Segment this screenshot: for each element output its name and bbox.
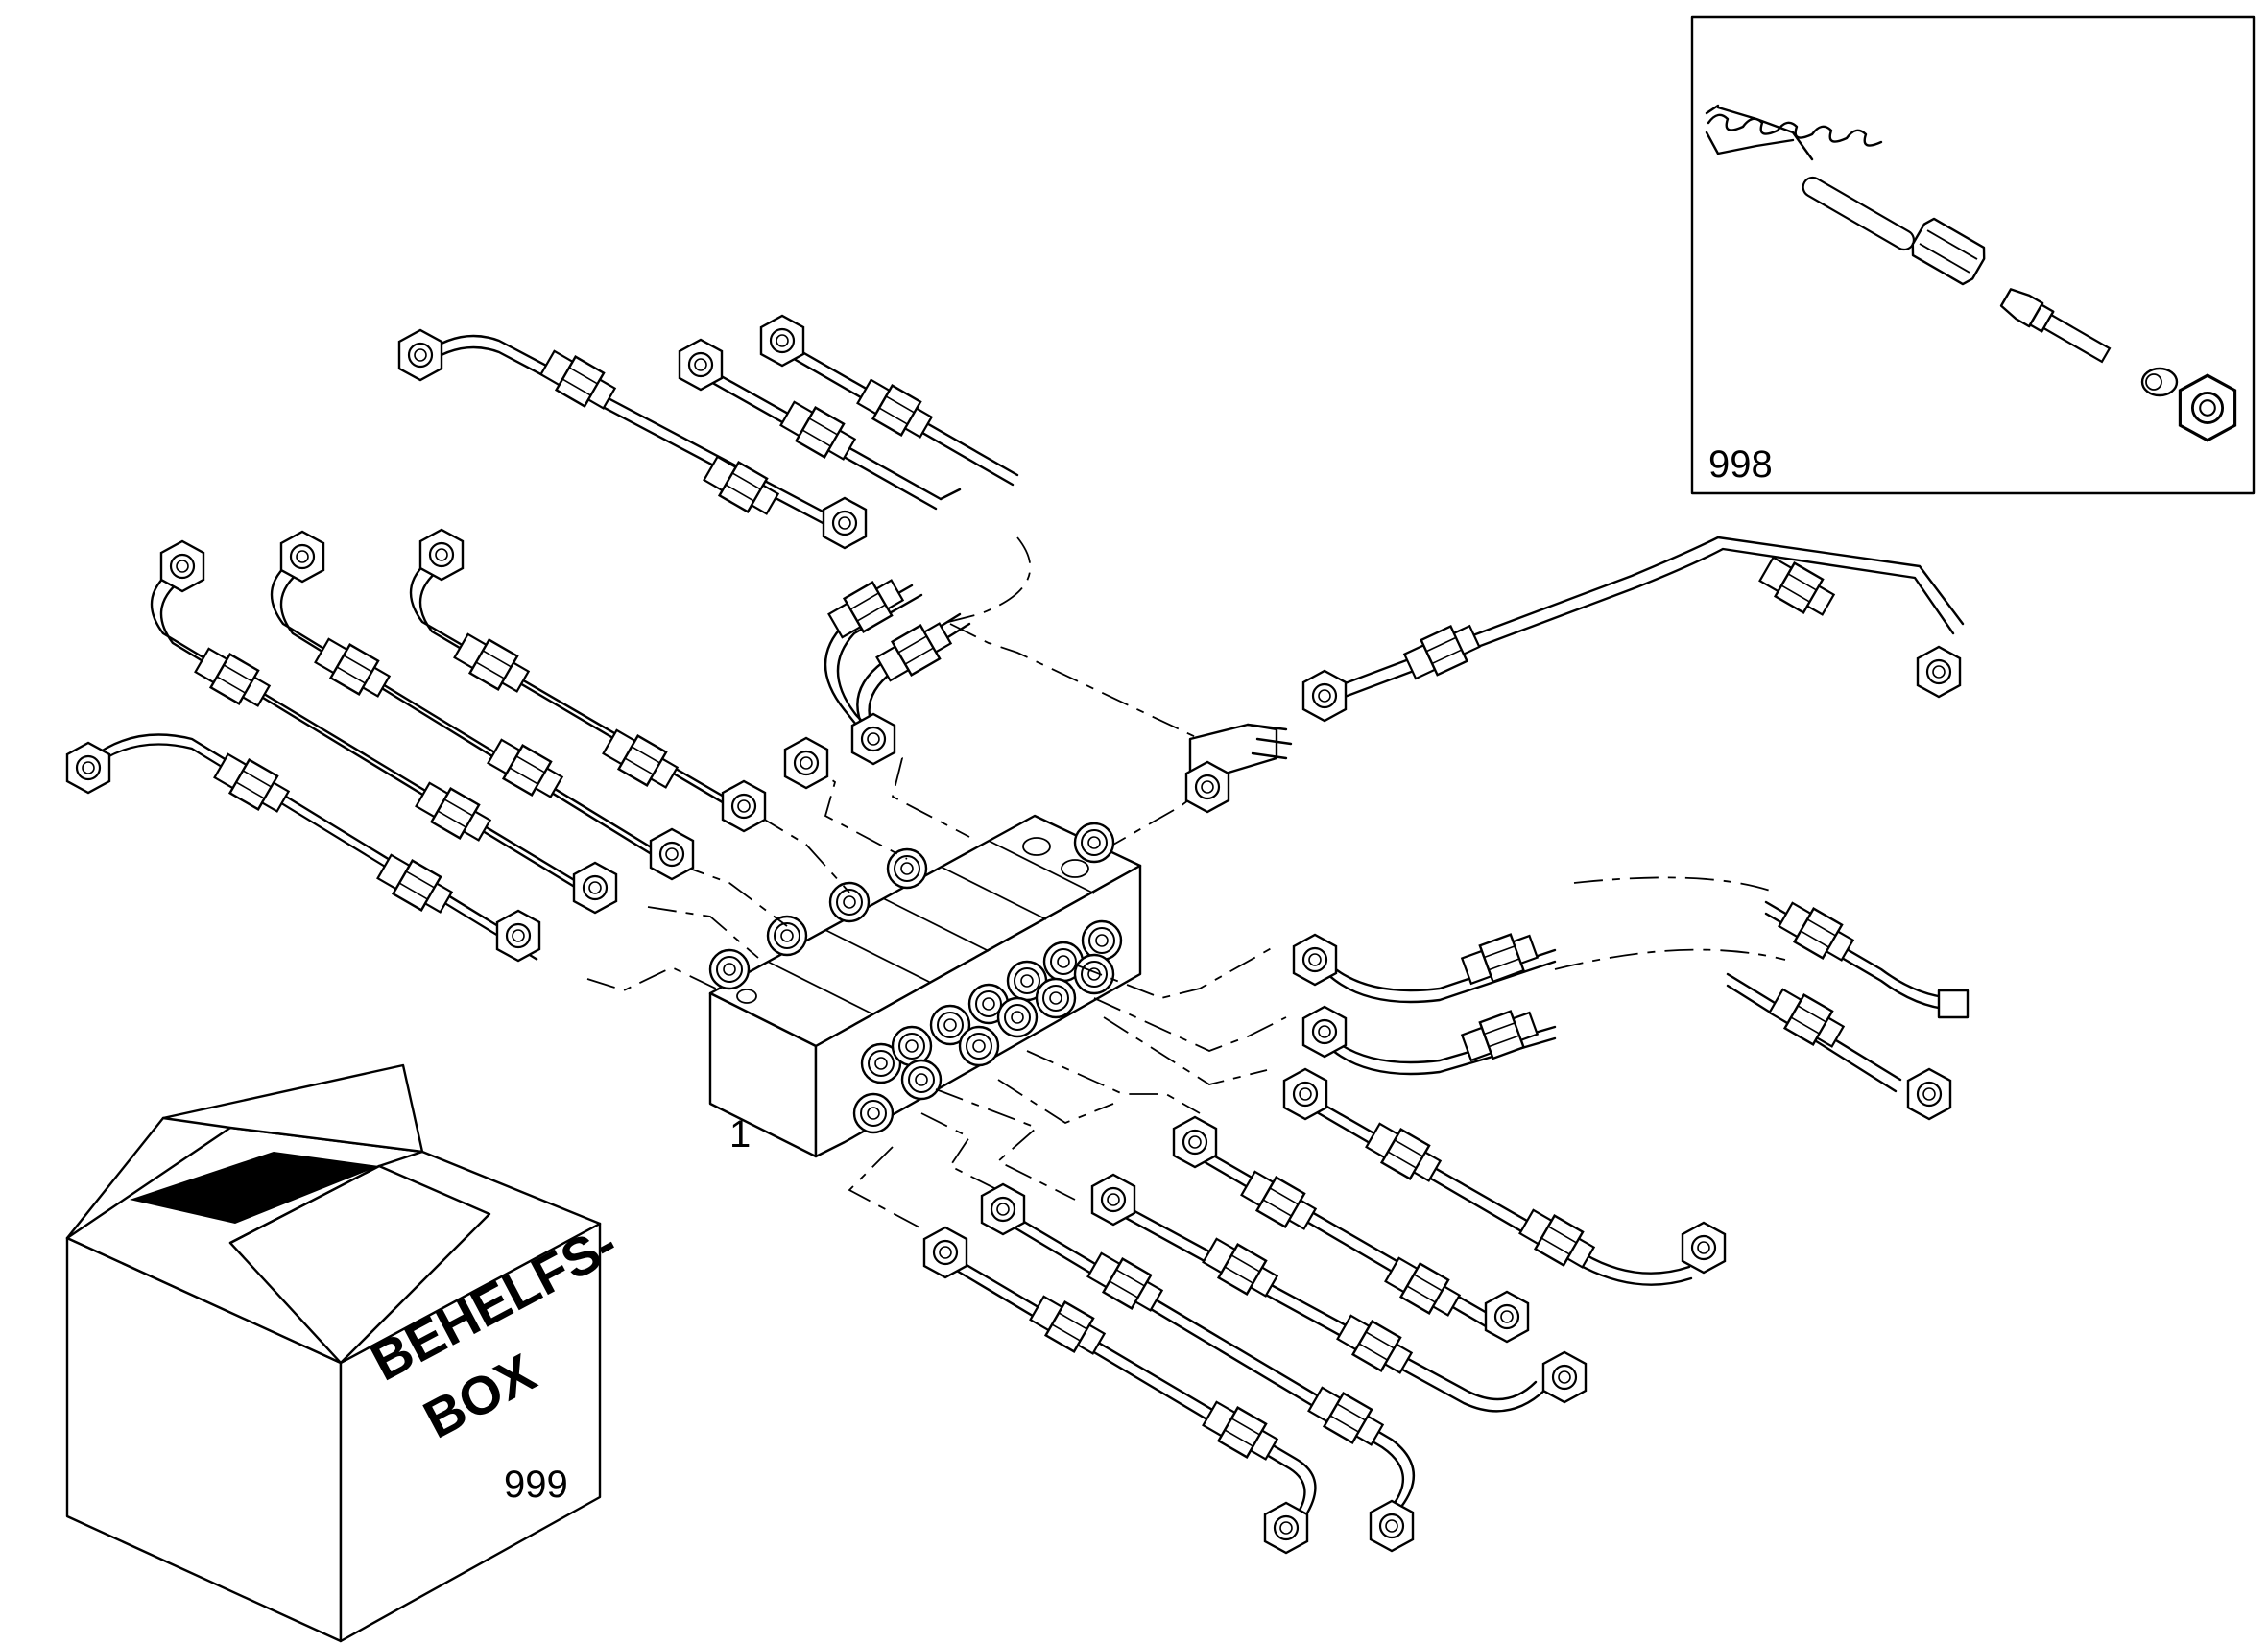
pipe-assembly-left-3 [270,530,695,881]
pipe-assembly-left-1 [65,733,541,963]
cone-ring [2140,367,2179,397]
pipe-assembly-right-1 [1292,896,1970,1019]
pipe-assembly-top-3 [759,314,1019,487]
pipe-assembly-left-2 [150,539,618,915]
pipe-assembly-top-5 [850,612,971,766]
insert-fitting [1911,217,1986,286]
sleeve-tube [1802,176,1916,251]
box-label: 999 [504,1464,568,1506]
pipe-assembly-bottom-4 [922,1226,1317,1555]
pipe-assembly-right-3 [1282,1067,1727,1286]
pipe-assembly-bottom-1 [1172,1115,1530,1344]
pipe-assembly-right-2 [1301,972,1952,1121]
emergency-box: BEHELFS- BOX 999 [65,1063,627,1643]
pipe-assembly-top-1 [397,328,868,550]
leader-lines [586,536,1786,1229]
pipe-assembly-right-upper [1301,536,1965,723]
distributor-block: 1 [708,814,1142,1158]
pipe-assembly-bottom-2 [1090,1173,1588,1413]
inset-frame: 998 [1690,15,2256,495]
nipple-pin [1999,288,2112,364]
elbow-fitting [1184,723,1293,814]
pipe-assembly-bottom-3 [980,1182,1415,1553]
pipe-assembly-top-4 [783,572,923,790]
inset-label: 998 [1708,443,1773,486]
block-label: 1 [729,1113,751,1156]
union-nut [2178,373,2237,442]
pipe-assembly-left-4 [409,528,767,833]
spring-part [1705,104,1883,161]
pipe-assembly-top-2 [678,338,962,511]
